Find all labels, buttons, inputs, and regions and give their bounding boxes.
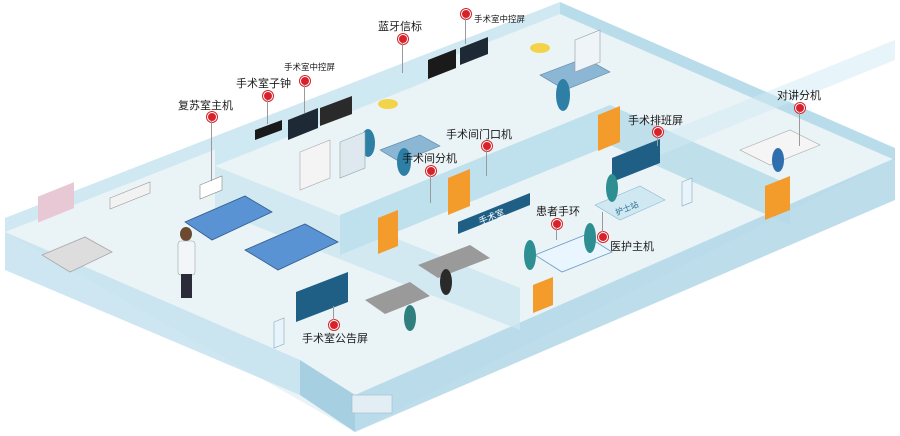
label-or-door-unit: 手术间门口机 <box>446 128 512 141</box>
operator-figure <box>772 148 784 172</box>
notice-screen-display <box>296 272 348 322</box>
nurse-station-counter <box>594 185 666 221</box>
pin-or-control-right <box>461 9 471 19</box>
pin-recovery-host <box>207 112 217 122</box>
ward-nurse-2 <box>584 223 596 253</box>
pin-or-room-unit <box>426 166 436 176</box>
label-intercom-unit: 对讲分机 <box>777 89 821 102</box>
surgical-light-2 <box>530 43 550 53</box>
or-clock-display <box>255 120 282 140</box>
leader-or-clock <box>267 100 268 124</box>
recovery-monitor <box>199 175 223 200</box>
pin-schedule-screen <box>653 127 663 137</box>
stools <box>351 394 393 414</box>
leader-or-control-right <box>465 18 466 44</box>
doctor-head <box>180 227 192 241</box>
recovery-door <box>378 210 398 254</box>
sofa <box>41 236 113 273</box>
outer-wall-front-corner <box>300 360 355 432</box>
air-conditioner <box>109 181 151 210</box>
wall-right-room <box>660 40 895 155</box>
water-dispenser-2 <box>273 317 285 349</box>
or-control-screen-right <box>460 37 488 65</box>
or-cabinet <box>299 139 331 191</box>
ward-door <box>533 277 553 313</box>
waiting-chairs-row-1 <box>365 282 430 314</box>
intercom-desk <box>739 129 821 166</box>
or-door-2 <box>598 106 620 151</box>
pin-intercom-unit <box>795 103 805 113</box>
doctor-legs <box>181 274 192 298</box>
surgeon-2 <box>397 148 411 176</box>
leader-recovery-host <box>211 121 212 181</box>
schedule-screen-display <box>612 139 660 182</box>
label-or-control-left: 手术室中控屏 <box>284 63 336 73</box>
nurse-figure <box>606 174 618 202</box>
wall-or-front <box>340 105 610 255</box>
label-patient-band: 患者手环 <box>536 205 580 218</box>
leader-patient-band <box>556 228 557 240</box>
pin-bluetooth-beacon <box>398 34 408 44</box>
recovery-bed-2 <box>244 223 339 271</box>
outer-wall-back-left <box>5 2 560 232</box>
leader-intercom-unit <box>799 112 800 146</box>
leader-bluetooth-beacon <box>402 43 403 73</box>
pin-or-door-unit <box>482 141 492 151</box>
leader-notice-screen <box>333 306 334 320</box>
leader-schedule-screen <box>657 136 658 146</box>
outer-wall-front-right <box>355 158 895 432</box>
anesthesia-machine <box>339 131 366 179</box>
pin-nurse-host <box>598 232 608 242</box>
surgical-light-1 <box>378 99 398 109</box>
waiting-chairs-row-2 <box>418 245 490 278</box>
right-room-door <box>765 176 790 220</box>
outer-wall-front-left <box>5 232 300 395</box>
recovery-bed-1 <box>184 195 273 241</box>
label-or-clock: 手术室子钟 <box>236 77 291 90</box>
or-control-screen-top <box>320 96 352 126</box>
pin-patient-band <box>552 219 562 229</box>
label-nurse-host: 医护主机 <box>610 240 654 253</box>
pin-or-control-left <box>300 76 310 86</box>
ward-nurse-1 <box>524 240 536 270</box>
label-notice-screen: 手术室公告屏 <box>302 332 368 345</box>
leader-or-door-unit <box>486 150 487 176</box>
visitor-2 <box>440 269 452 295</box>
surgeon-3 <box>556 79 570 111</box>
label-or-control-right: 手术室中控屏 <box>474 15 526 25</box>
pin-notice-screen <box>329 320 339 330</box>
water-dispenser <box>681 177 693 207</box>
pin-or-clock <box>263 91 273 101</box>
label-or-room-unit: 手术间分机 <box>402 152 457 165</box>
or-sign-plate <box>458 193 530 234</box>
leader-or-control-left <box>304 85 305 113</box>
or-table-2 <box>539 57 611 91</box>
or-table-1 <box>379 134 441 163</box>
window <box>38 182 74 223</box>
visitor-1 <box>404 305 416 331</box>
or-control-screen-left <box>288 108 318 140</box>
label-bluetooth-beacon: 蓝牙信标 <box>378 20 422 33</box>
label-recovery-host: 复苏室主机 <box>178 99 233 112</box>
or-cabinet-2 <box>574 29 601 73</box>
or-door-1 <box>448 169 470 215</box>
outer-wall-back-right <box>560 2 895 160</box>
doctor-coat <box>177 240 196 276</box>
floor <box>5 10 895 432</box>
leader-nurse-host <box>602 212 603 232</box>
leader-or-room-unit <box>430 175 431 203</box>
or-clock-display-right <box>428 49 456 79</box>
label-schedule-screen: 手术排班屏 <box>628 114 683 127</box>
